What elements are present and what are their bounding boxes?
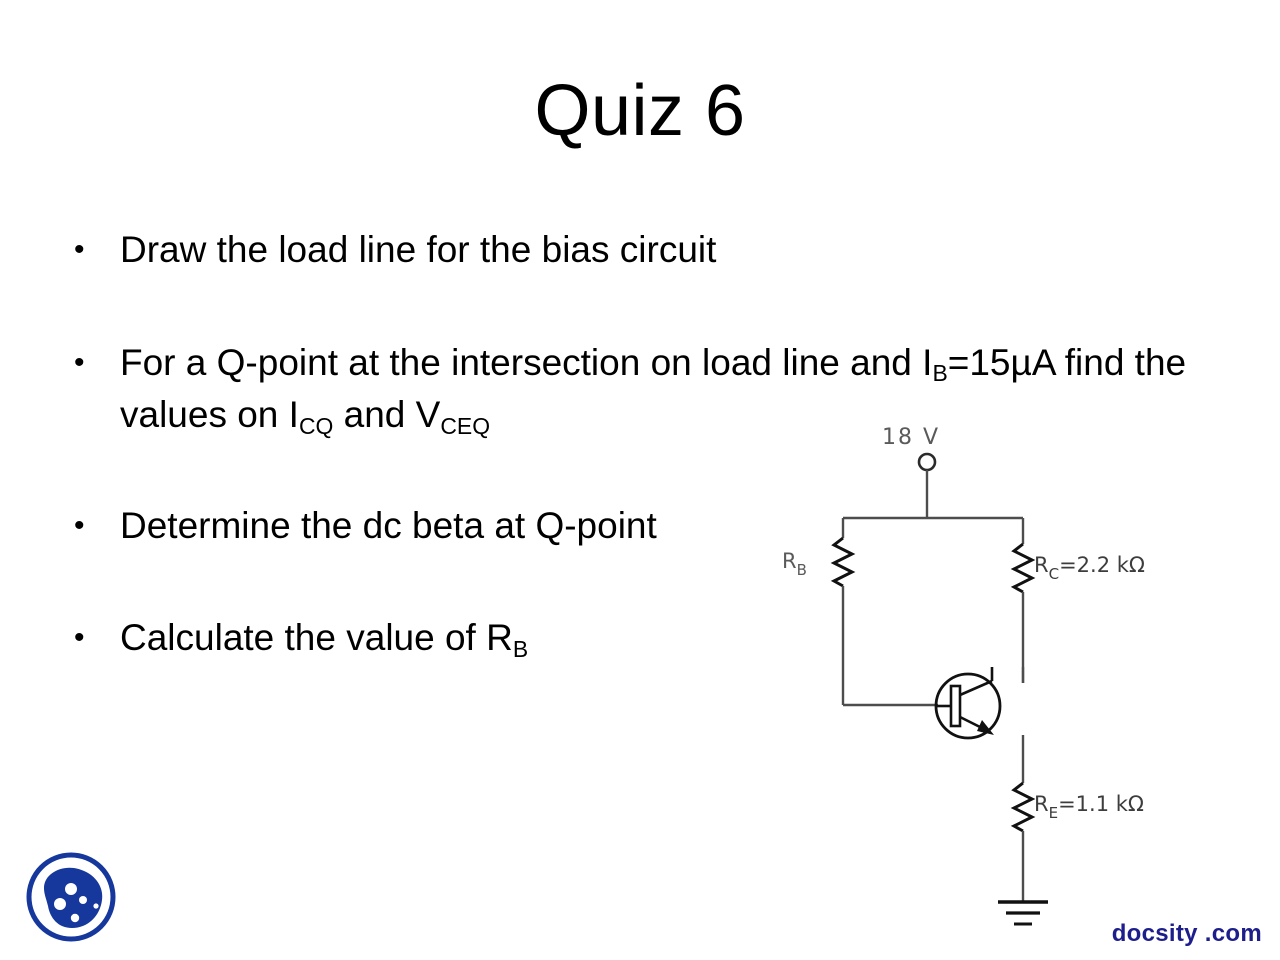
bullet-list: • Draw the load line for the bias circui… bbox=[62, 224, 1212, 665]
resistor-rb-symbol bbox=[830, 536, 856, 588]
list-item: • Draw the load line for the bias circui… bbox=[62, 224, 1212, 277]
bjt-bias-circuit-diagram: 18 V RB bbox=[770, 405, 1240, 950]
supply-voltage-label: 18 V bbox=[882, 425, 940, 450]
list-item: • Determine the dc beta at Q-point bbox=[62, 500, 1212, 553]
rc-label: RC=2.2 kΩ bbox=[1034, 553, 1145, 583]
logo-dot bbox=[93, 903, 99, 909]
logo-ring bbox=[26, 852, 116, 942]
supply-terminal-icon bbox=[917, 452, 937, 472]
bullet-icon: • bbox=[74, 621, 85, 655]
transistor-emitter-arrow-icon bbox=[977, 720, 994, 735]
bullet-icon: • bbox=[74, 233, 85, 266]
rb-label: RB bbox=[782, 549, 807, 579]
subscript: B bbox=[512, 636, 529, 662]
logo-dot bbox=[54, 898, 66, 910]
bullet-icon: • bbox=[74, 345, 85, 379]
docsity-url-watermark: docsity .com bbox=[1111, 920, 1262, 947]
bullet-text-q-point-values: For a Q-point at the intersection on loa… bbox=[120, 341, 1187, 439]
bullet-icon: • bbox=[74, 508, 85, 542]
docsity-logo bbox=[22, 848, 120, 946]
subscript: CEQ bbox=[440, 412, 491, 439]
resistor-rc-symbol bbox=[1010, 542, 1036, 594]
subscript: CQ bbox=[298, 412, 334, 439]
transistor-base-bar-icon bbox=[949, 684, 962, 728]
list-item: • For a Q-point at the intersection on l… bbox=[62, 337, 1212, 442]
logo-blob bbox=[44, 867, 103, 928]
logo-dot bbox=[65, 883, 77, 895]
resistor-re-symbol bbox=[1010, 781, 1036, 833]
subscript: B bbox=[932, 360, 948, 387]
logo-dot bbox=[79, 896, 87, 904]
list-item: • Calculate the value of RB bbox=[62, 612, 1212, 665]
logo-dot bbox=[70, 913, 80, 923]
re-label: RE=1.1 kΩ bbox=[1034, 792, 1144, 822]
bullet-text-draw-load-line: Draw the load line for the bias circuit bbox=[120, 229, 717, 270]
bullet-text-determine-dc-beta: Determine the dc beta at Q-point bbox=[120, 504, 657, 546]
transistor-collector-lead bbox=[959, 679, 993, 697]
page-title: Quiz 6 bbox=[534, 71, 746, 151]
spacer bbox=[62, 277, 1212, 337]
ground-icon bbox=[998, 900, 1048, 926]
bullet-text-calculate-rb: Calculate the value of RB bbox=[120, 617, 529, 662]
